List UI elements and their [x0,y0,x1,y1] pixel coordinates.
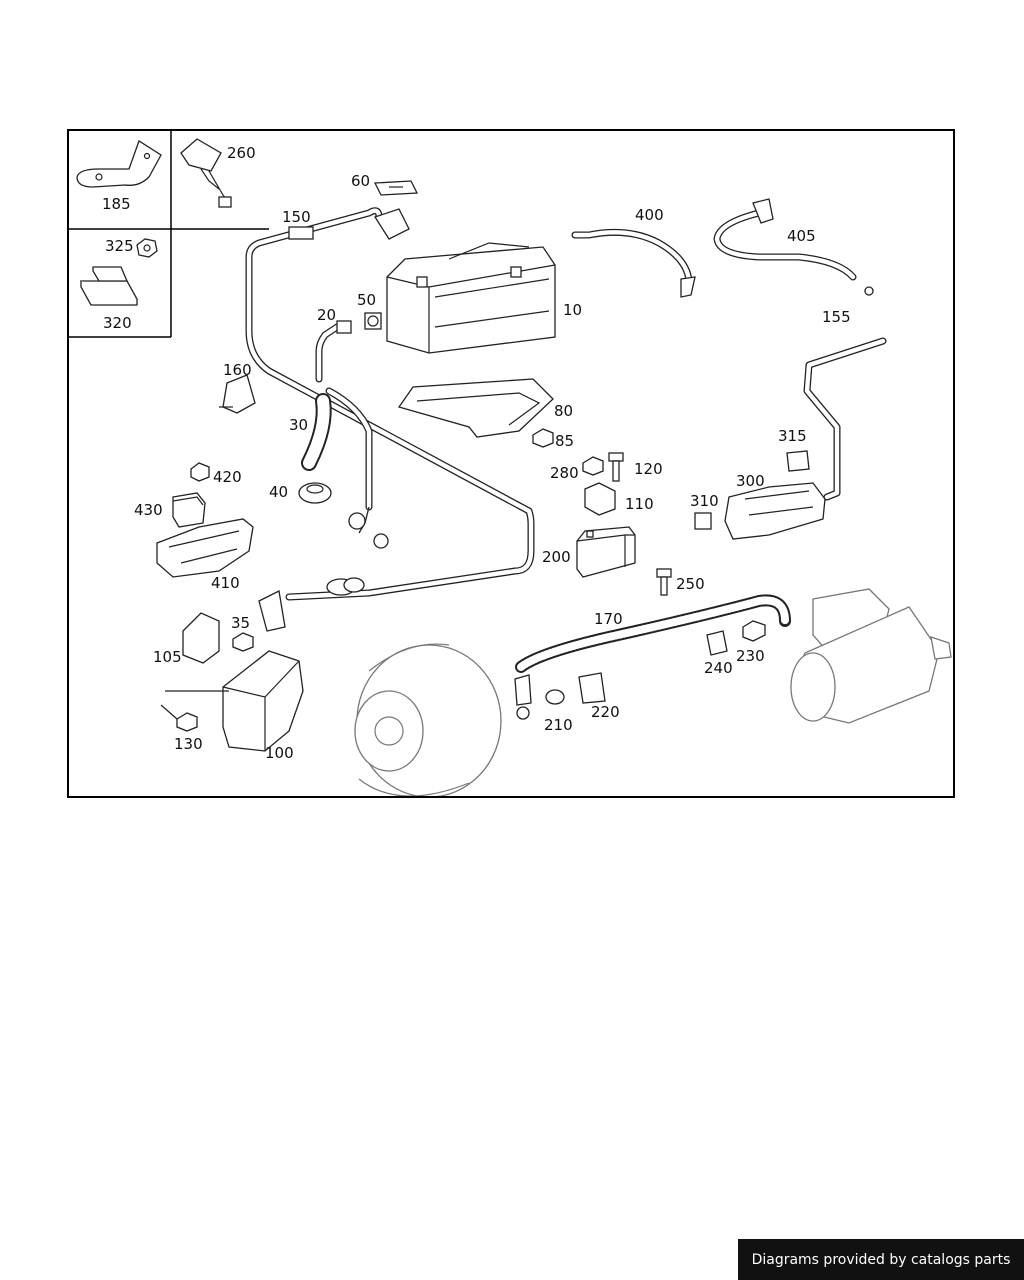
clip-part-60 [373,180,419,196]
cable-part-400 [571,228,696,298]
battery-part-10 [386,242,556,354]
alternator-illustration [354,643,502,796]
cable-part-170 [514,594,791,720]
part-label-405: 405 [787,227,816,245]
part-label-310: 310 [690,492,719,510]
bolt-part-120 [608,452,624,482]
part-label-120: 120 [634,460,663,478]
mount-part-320 [79,266,139,306]
cable-part-405 [713,198,874,296]
fuse-holder-part-300 [724,482,826,540]
part-label-80: 80 [554,402,573,420]
part-label-315: 315 [778,427,807,445]
part-label-210: 210 [544,716,573,734]
cap-part-220 [578,672,606,704]
part-label-30: 30 [289,416,308,434]
part-label-150: 150 [282,208,311,226]
washer-part-210 [545,689,565,705]
fitting-part-50 [336,312,382,334]
grommet-part-40 [298,482,332,504]
part-label-200: 200 [542,548,571,566]
part-label-160: 160 [223,361,252,379]
wire-harness-part-155 [803,337,887,501]
part-label-260: 260 [227,144,256,162]
nut-part-85 [532,428,554,448]
part-label-230: 230 [736,647,765,665]
battery-part-200 [576,526,636,578]
part-label-320: 320 [103,314,132,332]
relay-part-260 [180,138,232,208]
part-label-250: 250 [676,575,705,593]
part-label-185: 185 [102,195,131,213]
hose-part-30 [301,393,332,471]
clip-part-160 [219,374,256,414]
sleeve-part-240 [706,630,728,656]
part-label-410: 410 [211,574,240,592]
elbow-part-20 [315,323,341,383]
part-label-300: 300 [736,472,765,490]
nut-part-230 [742,620,766,642]
battery-tray-part-80 [397,378,554,438]
part-label-60: 60 [351,172,370,190]
part-label-400: 400 [635,206,664,224]
clamp-part-110 [584,482,616,516]
nut-part-420 [190,462,210,482]
bolt-part-250 [656,568,672,596]
part-label-35: 35 [231,614,250,632]
part-label-420: 420 [213,468,242,486]
part-label-40: 40 [269,483,288,501]
part-label-130: 130 [174,735,203,753]
part-label-170: 170 [594,610,623,628]
parts-diagram: 185 260 325 320 60 150 400 405 20 50 10 … [69,131,952,796]
cable-part-150 [245,207,535,632]
part-label-325: 325 [105,237,134,255]
connector-part-105 [182,612,220,664]
part-label-110: 110 [625,495,654,513]
fuse-part-315 [786,450,810,472]
control-module-part-100 [222,650,304,752]
part-label-280: 280 [550,464,579,482]
relay-part-430 [172,492,206,528]
part-label-20: 20 [317,306,336,324]
fuse-box-part-410 [156,518,254,578]
part-label-100: 100 [265,744,294,762]
parts-diagram-frame: 185 260 325 320 60 150 400 405 20 50 10 … [67,129,955,798]
nut-part-130 [160,690,229,732]
part-label-10: 10 [563,301,582,319]
footer-credit-badge: Diagrams provided by catalogs parts [738,1239,1024,1280]
nut-part-35 [232,632,254,652]
part-label-430: 430 [134,501,163,519]
part-label-155: 155 [822,308,851,326]
part-label-240: 240 [704,659,733,677]
part-label-50: 50 [357,291,376,309]
nut-part-325 [136,238,158,258]
nut-part-280 [582,456,604,476]
terminal-part-310 [694,512,712,530]
part-label-220: 220 [591,703,620,721]
starter-motor-illustration [790,588,952,724]
bracket-part-185 [76,140,162,188]
part-label-85: 85 [555,432,574,450]
part-label-105: 105 [153,648,182,666]
